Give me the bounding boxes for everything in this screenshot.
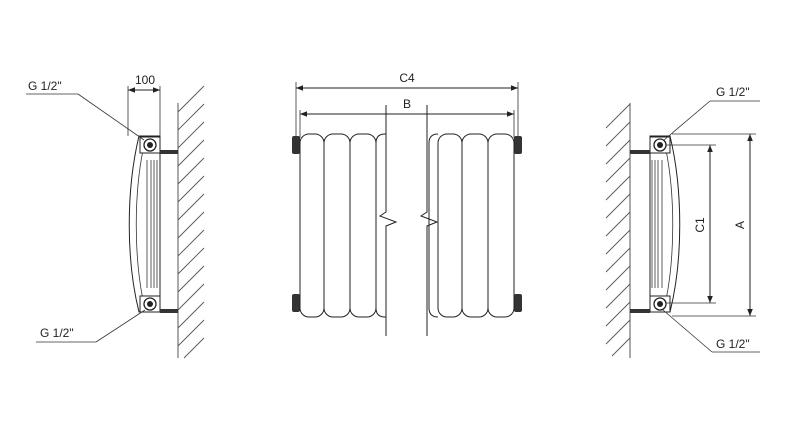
radiator-profile-right — [630, 135, 681, 313]
radiator-sections-left — [299, 133, 386, 318]
radiator-sections-right — [428, 133, 515, 318]
depth-dimension: 100 — [127, 73, 161, 136]
radiator-profile-left — [128, 135, 178, 313]
wall-left — [177, 85, 205, 359]
bottom-connection-label-right: G 1/2" — [716, 337, 750, 351]
top-right-plug — [514, 136, 522, 154]
break-lines — [378, 105, 439, 336]
top-left-plug — [292, 136, 300, 154]
front-view: C4 B — [292, 71, 522, 336]
bottom-connection-callout-left: G 1/2" — [36, 309, 146, 343]
bottom-connection-callout-right: G 1/2" — [662, 309, 760, 353]
height-label: A — [733, 221, 747, 229]
top-connection-callout-right: G 1/2" — [663, 85, 760, 141]
height-dimension: A — [672, 133, 756, 317]
bottom-connection-label-left: G 1/2" — [40, 326, 74, 340]
depth-dimension-label: 100 — [135, 73, 155, 87]
bottom-left-plug — [292, 294, 300, 312]
top-connection-label-left: G 1/2" — [28, 79, 62, 93]
wall-right — [605, 103, 631, 358]
overall-width-dimension: C4 — [295, 71, 519, 138]
side-view-left: 100 G 1/2" G 1/2" — [26, 73, 205, 359]
top-connection-label-right: G 1/2" — [716, 85, 750, 99]
side-view-right: C1 A G 1/2" G 1/2" — [605, 85, 760, 358]
bottom-right-plug — [514, 294, 522, 312]
body-width-dimension: B — [299, 97, 515, 138]
body-width-label: B — [403, 97, 411, 111]
overall-width-label: C4 — [399, 71, 415, 85]
center-distance-label: C1 — [693, 217, 707, 233]
center-distance-dimension: C1 — [666, 144, 716, 304]
top-connection-callout-left: G 1/2" — [26, 79, 145, 141]
